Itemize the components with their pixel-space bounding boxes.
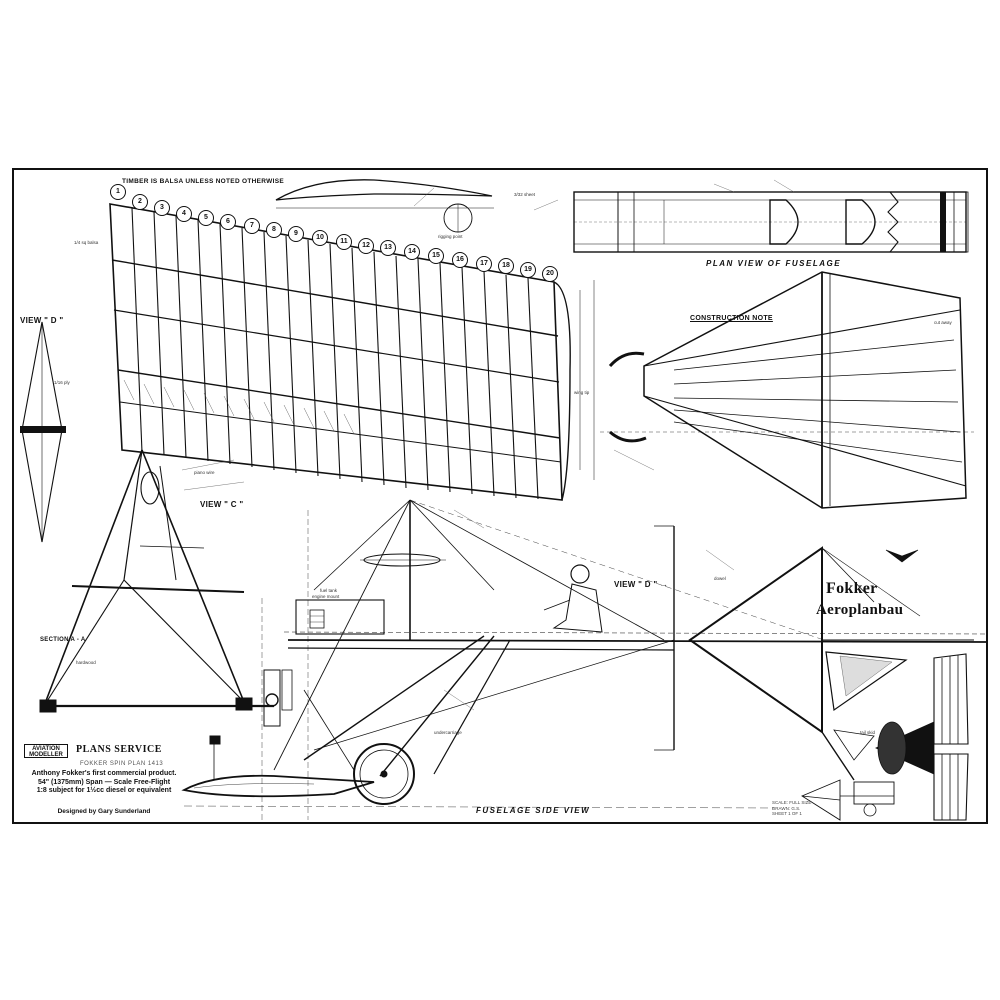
rib-number-9: 9: [288, 226, 304, 242]
model-number: FOKKER SPIN PLAN 1413: [80, 761, 164, 767]
side-view-title: FUSELAGE SIDE VIEW: [476, 806, 591, 815]
sheet-info: SCALE: FULL SIZE DRAWN: G.S. SHEET 1 OF …: [772, 800, 812, 816]
rib-number-3: 3: [154, 200, 170, 216]
annotation: hardwood: [76, 660, 96, 665]
annotation: engine mount: [312, 594, 340, 599]
annotation: 3/32 sheet: [514, 192, 536, 197]
rib-number-18: 18: [498, 258, 514, 274]
description-line: Anthony Fokker's first commercial produc…: [31, 770, 177, 777]
timber-note: TIMBER IS BALSA UNLESS NOTED OTHERWISE: [122, 178, 284, 185]
rib-number-4: 4: [176, 206, 192, 222]
drawing-canvas: [20, 179, 986, 821]
annotation: piano wire: [194, 470, 215, 475]
plans-service-heading: PLANS SERVICE: [76, 744, 162, 755]
annotation: fuel tank: [320, 588, 338, 593]
rib-number-20: 20: [542, 266, 558, 282]
rib-number-13: 13: [380, 240, 396, 256]
airfoil-section: [275, 179, 493, 201]
annotation: 1/16 ply: [54, 380, 70, 385]
pilot-head: [570, 564, 590, 584]
plan-view-title: PLAN VIEW OF FUSELAGE: [706, 259, 842, 268]
fin-lettering-fokker: Fokker: [826, 580, 878, 597]
view-d-label: VIEW " D ": [20, 316, 64, 325]
fuselage-plan: [573, 191, 969, 253]
view-c-label: VIEW " C ": [200, 500, 244, 509]
rib-number-5: 5: [198, 210, 214, 226]
rib-number-15: 15: [428, 248, 444, 264]
landing-skid: [181, 774, 375, 798]
rib-number-10: 10: [312, 230, 328, 246]
wing-ribs: [131, 207, 539, 500]
view-d-side-label: VIEW " D " →: [614, 580, 669, 589]
rib-number-14: 14: [404, 244, 420, 260]
plan-sheet: 1 2 3 4 5 6 7 8 9 10 11 12 13 14 15 16 1…: [12, 168, 988, 824]
title-block: AVIATION MODELLER PLANS SERVICE FOKKER S…: [22, 742, 182, 822]
description-line: 54" (1375mm) Span — Scale Free-Flight: [37, 778, 171, 786]
designer-credit: Designed by Gary Sunderland: [57, 808, 151, 815]
construction-note: CONSTRUCTION NOTE: [690, 315, 773, 322]
description: Anthony Fokker's first commercial produc…: [26, 770, 182, 796]
description-line: 1:8 subject for 1½cc diesel or equivalen…: [36, 787, 172, 794]
fuselage-side: [181, 499, 986, 820]
three-view-side: [801, 779, 895, 821]
view-c-pylon: [39, 449, 274, 713]
rib-number-16: 16: [452, 252, 468, 268]
annotation: dowel: [714, 576, 726, 581]
brand-logo: AVIATION MODELLER: [24, 744, 68, 758]
annotation: cut away: [934, 320, 952, 325]
rib-number-8: 8: [266, 222, 282, 238]
tailplane-plan: [600, 271, 974, 509]
fin-rudder: [688, 546, 823, 734]
rib-number-17: 17: [476, 256, 492, 272]
rib-number-1: 1: [110, 184, 126, 200]
rib-number-6: 6: [220, 214, 236, 230]
rib-number-2: 2: [132, 194, 148, 210]
annotation: undercarriage: [434, 730, 462, 735]
annotation: tail skid: [860, 730, 876, 735]
rib-number-11: 11: [336, 234, 352, 250]
fin-lettering-aeroplanbau: Aeroplanbau: [816, 602, 904, 618]
section-a-label: SECTION A - A: [40, 637, 86, 643]
three-view-plan: [875, 653, 969, 821]
annotation: rigging point: [438, 234, 463, 239]
annotation: wing tip: [574, 390, 590, 395]
rib-number-19: 19: [520, 262, 536, 278]
rib-number-7: 7: [244, 218, 260, 234]
annotation: 1/4 sq balsa: [74, 240, 99, 245]
main-wheel: [353, 743, 415, 805]
rib-number-12: 12: [358, 238, 374, 254]
